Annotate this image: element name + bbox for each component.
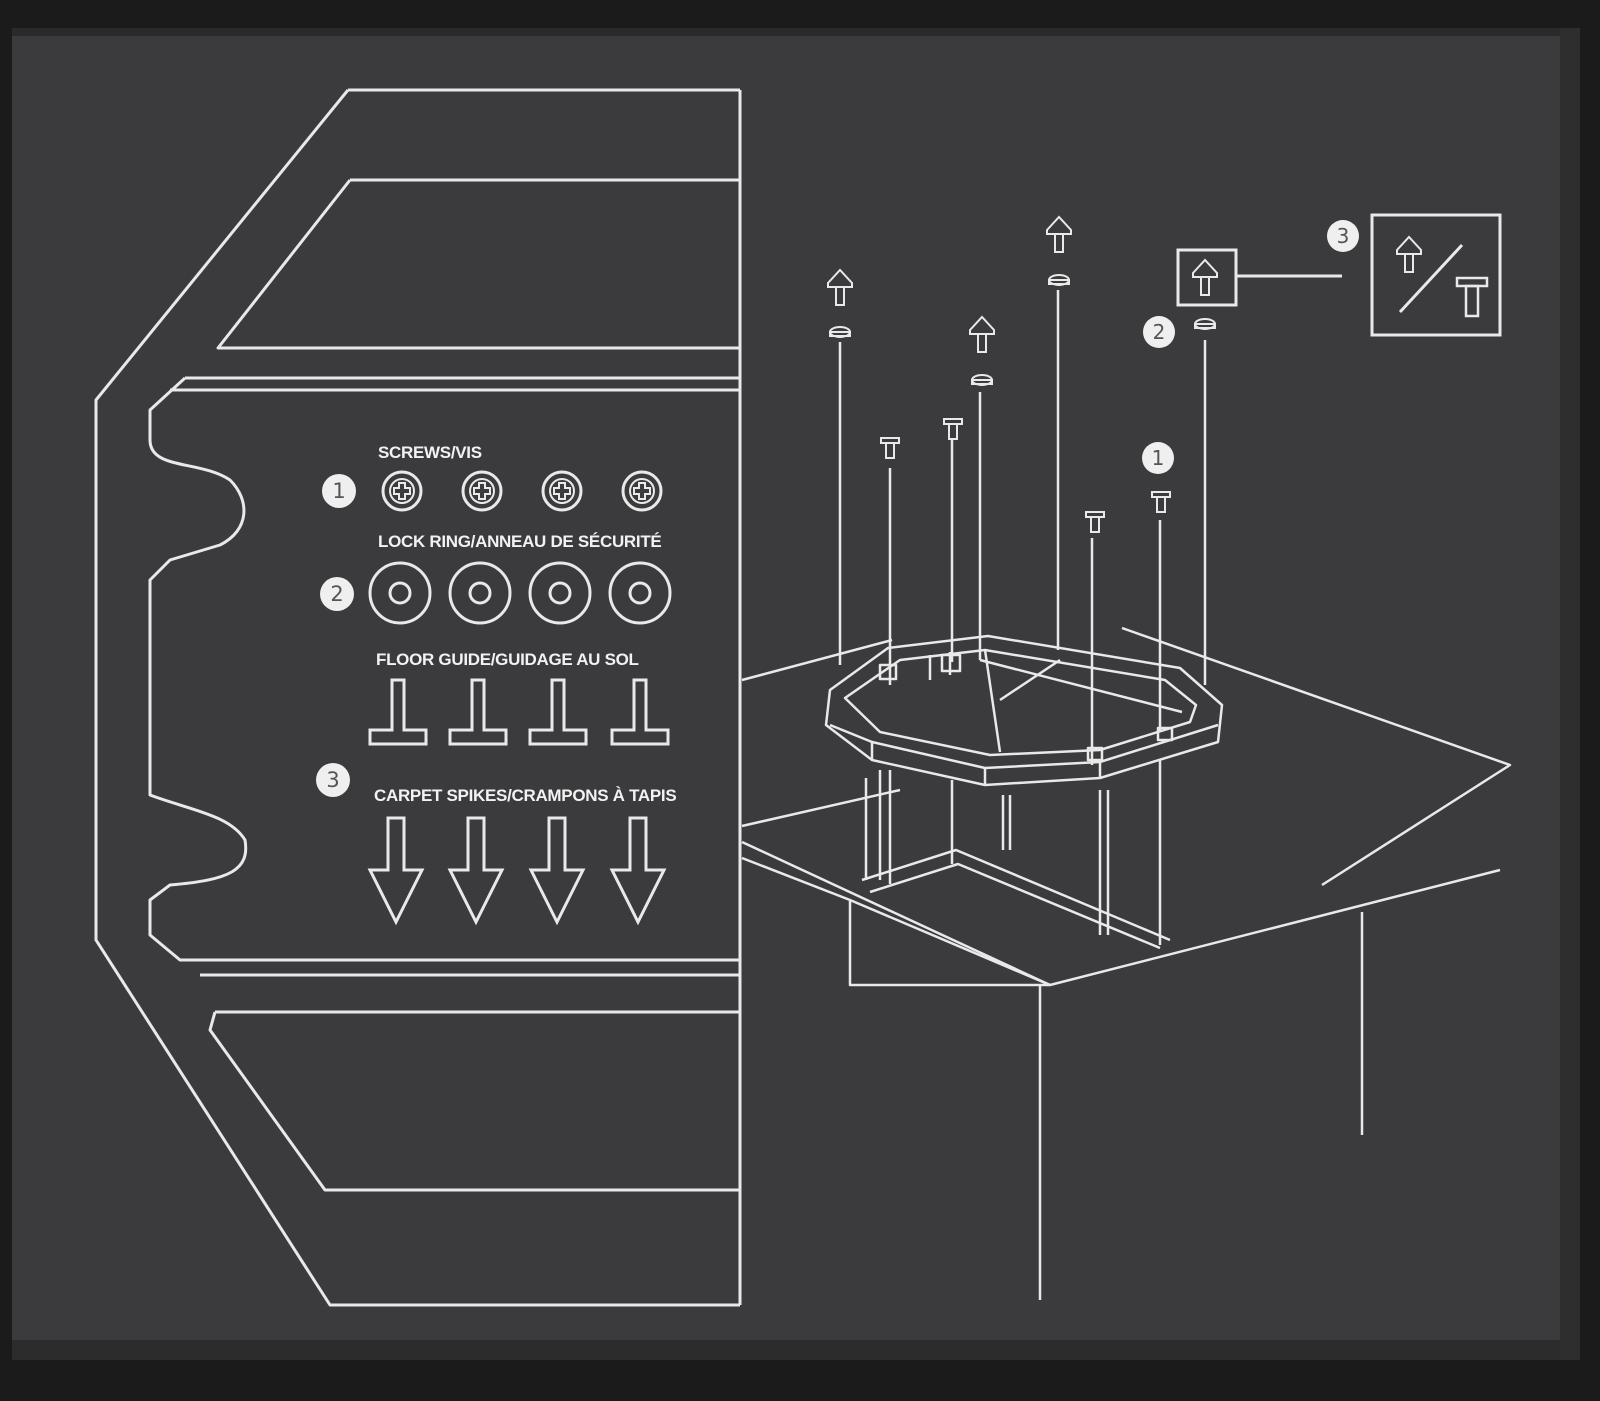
assembly-illustration: [741, 290, 1512, 1300]
label-screws: SCREWS/VIS: [378, 443, 482, 462]
box-lid-panel: [12, 28, 1580, 1360]
label-floor-guide: FLOOR GUIDE/GUIDAGE AU SOL: [376, 650, 639, 669]
callout-badge-lock-ring: 2: [1143, 316, 1175, 348]
callout-badge-spike-or-guide: 3: [1327, 220, 1359, 252]
detail-callout-spike: [1176, 248, 1342, 307]
label-lock-ring: LOCK RING/ANNEAU DE SÉCURITÉ: [378, 532, 662, 551]
badge-carpet-spikes: 3: [316, 763, 350, 797]
badge-lock-ring: 2: [320, 577, 354, 611]
pedal-outline: [94, 88, 742, 1307]
label-carpet-spikes: CARPET SPIKES/CRAMPONS À TAPIS: [374, 786, 677, 805]
badge-screws: 1: [322, 474, 356, 508]
detail-callout-spike-or-guide: [1370, 213, 1502, 337]
callout-badge-screw: 1: [1142, 442, 1174, 474]
